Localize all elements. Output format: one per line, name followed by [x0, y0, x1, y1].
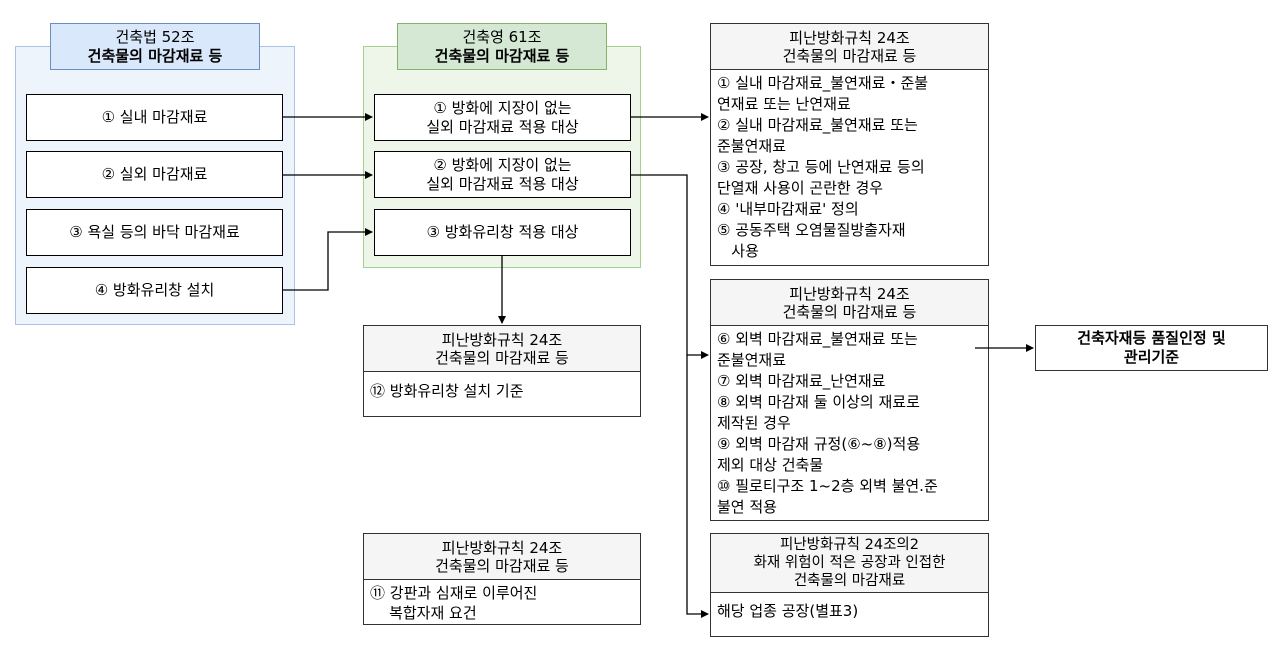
rule-exterior-line: 제작된 경우 — [717, 414, 791, 432]
item-61-1: ① 방화에 지장이 없는 실외 마감재료 적용 대상 — [374, 94, 631, 141]
rule-box-composite-body: ⑪ 강판과 심재로 이루어진 복합자재 요건 — [364, 580, 640, 626]
rule-composite-line: ⑪ 강판과 심재로 이루어진 — [370, 584, 538, 602]
rule-factory-head-line2: 화재 위험이 적은 공장과 인접한 — [753, 555, 946, 571]
rule-interior-line: 준불연재료 — [717, 137, 787, 155]
rule-box-exterior: 피난방화규칙 24조 건축물의 마감재료 등 ⑥ 외벽 마감재료_불연재료 또는… — [710, 279, 989, 521]
item-61-1-line1: ① 방화에 지장이 없는 — [433, 98, 572, 117]
rule-interior-line: ① 실내 마감재료_불연재료・준불 — [717, 74, 929, 92]
arrow-52-4-to-61-3 — [283, 228, 373, 291]
rule-interior-line: 단열재 사용이 곤란한 경우 — [717, 179, 884, 197]
arrow-61-2-to-factory — [686, 355, 709, 618]
rule-box-exterior-body: ⑥ 외벽 마감재료_불연재료 또는 준불연재료 ⑦ 외벽 마감재료_난연재료 ⑧… — [711, 326, 988, 521]
rule-exterior-line: ⑩ 필로티구조 1~2층 외벽 불연.준 — [717, 477, 938, 495]
rule-composite-head-line1: 피난방화규칙 24조 — [441, 538, 563, 557]
rule-box-interior-body: ① 실내 마감재료_불연재료・준불 연재료 또는 난연재료 ② 실내 마감재료_… — [711, 70, 988, 265]
rule-exterior-line: 불연 적용 — [717, 498, 777, 516]
rule-factory-head-line3: 건축물의 마감재료 — [793, 573, 906, 589]
rule-exterior-head-line2: 건축물의 마감재료 등 — [782, 302, 917, 321]
group-52-title-line2: 건축물의 마감재료 등 — [87, 46, 223, 65]
rule-box-composite: 피난방화규칙 24조 건축물의 마감재료 등 ⑪ 강판과 심재로 이루어진 복합… — [363, 533, 641, 625]
rule-interior-line: 연재료 또는 난연재료 — [717, 95, 851, 113]
group-61-title: 건축영 61조 건축물의 마감재료 등 — [397, 23, 607, 70]
rule-composite-head-line2: 건축물의 마감재료 등 — [435, 556, 569, 575]
item-61-1-line2: 실외 마감재료 적용 대상 — [426, 117, 579, 136]
rule-box-exterior-head: 피난방화규칙 24조 건축물의 마감재료 등 — [711, 280, 988, 326]
rule-factory-line: 해당 업종 공장(별표3) — [717, 602, 859, 620]
rule-box-glass-body: ⑫ 방화유리창 설치 기준 — [364, 372, 640, 405]
rule-glass-head-line1: 피난방화규칙 24조 — [441, 330, 563, 349]
item-61-3-line1: ③ 방화유리창 적용 대상 — [426, 223, 579, 241]
item-61-3: ③ 방화유리창 적용 대상 — [374, 209, 631, 256]
group-52-title: 건축법 52조 건축물의 마감재료 등 — [50, 23, 260, 70]
item-52-2-label: ② 실외 마감재료 — [101, 165, 208, 183]
item-52-2: ② 실외 마감재료 — [26, 151, 283, 198]
arrow-61-2-to-exterior — [631, 174, 709, 359]
rule-interior-head-line1: 피난방화규칙 24조 — [789, 28, 910, 47]
rule-interior-head-line2: 건축물의 마감재료 등 — [782, 46, 917, 65]
item-52-1: ① 실내 마감재료 — [26, 94, 283, 141]
rule-exterior-line: ⑦ 외벽 마감재료_난연재료 — [717, 372, 886, 390]
rule-exterior-head-line1: 피난방화규칙 24조 — [789, 284, 910, 303]
rule-glass-line: ⑫ 방화유리창 설치 기준 — [370, 382, 524, 400]
rule-exterior-line: 준불연재료 — [717, 351, 787, 369]
rule-composite-line: 복합자재 요건 — [370, 604, 477, 622]
rule-exterior-line: ⑨ 외벽 마감재 규정(⑥~⑧)적용 — [717, 435, 921, 453]
rule-box-glass: 피난방화규칙 24조 건축물의 마감재료 등 ⑫ 방화유리창 설치 기준 — [363, 325, 641, 417]
rule-exterior-line: ⑧ 외벽 마감재 둘 이상의 재료로 — [717, 393, 920, 411]
rule-interior-line: 사용 — [717, 242, 759, 260]
quality-line2: 관리기준 — [1123, 348, 1180, 366]
rule-box-interior: 피난방화규칙 24조 건축물의 마감재료 등 ① 실내 마감재료_불연재료・준불… — [710, 23, 989, 266]
rule-box-factory-head: 피난방화규칙 24조의2 화재 위험이 적은 공장과 인접한 건축물의 마감재료 — [711, 534, 988, 593]
rule-box-factory: 피난방화규칙 24조의2 화재 위험이 적은 공장과 인접한 건축물의 마감재료… — [710, 533, 989, 637]
group-61-title-line2: 건축물의 마감재료 등 — [434, 46, 570, 65]
item-52-3-label: ③ 욕실 등의 바닥 마감재료 — [69, 223, 240, 241]
rule-interior-line: ② 실내 마감재료_불연재료 또는 — [717, 116, 918, 134]
rule-box-glass-head: 피난방화규칙 24조 건축물의 마감재료 등 — [364, 326, 640, 372]
item-61-2-line1: ② 방화에 지장이 없는 — [433, 155, 572, 174]
rule-exterior-line: ⑥ 외벽 마감재료_불연재료 또는 — [717, 330, 918, 348]
quality-standard-box: 건축자재등 품질인정 및 관리기준 — [1035, 325, 1268, 371]
item-61-2: ② 방화에 지장이 없는 실외 마감재료 적용 대상 — [374, 151, 631, 198]
rule-interior-line: ⑤ 공동주택 오염물질방출자재 — [717, 221, 906, 239]
item-52-4: ④ 방화유리창 설치 — [26, 267, 283, 314]
rule-interior-line: ④ '내부마감재료' 정의 — [717, 200, 859, 218]
item-52-3: ③ 욕실 등의 바닥 마감재료 — [26, 209, 283, 256]
rule-exterior-line: 제외 대상 건축물 — [717, 456, 824, 474]
rule-box-factory-body: 해당 업종 공장(별표3) — [711, 593, 988, 625]
group-52-title-line1: 건축법 52조 — [115, 27, 195, 46]
item-52-1-label: ① 실내 마감재료 — [101, 108, 208, 126]
item-52-4-label: ④ 방화유리창 설치 — [94, 281, 215, 299]
rule-interior-line: ③ 공장, 창고 등에 난연재료 등의 — [717, 158, 925, 176]
group-61-title-line1: 건축영 61조 — [462, 27, 542, 46]
rule-glass-head-line2: 건축물의 마감재료 등 — [435, 348, 569, 367]
rule-box-composite-head: 피난방화규칙 24조 건축물의 마감재료 등 — [364, 534, 640, 580]
item-61-2-line2: 실외 마감재료 적용 대상 — [426, 174, 579, 193]
rule-box-interior-head: 피난방화규칙 24조 건축물의 마감재료 등 — [711, 24, 988, 70]
quality-line1: 건축자재등 품질인정 및 — [1077, 329, 1226, 347]
rule-factory-head-line1: 피난방화규칙 24조의2 — [779, 537, 919, 553]
